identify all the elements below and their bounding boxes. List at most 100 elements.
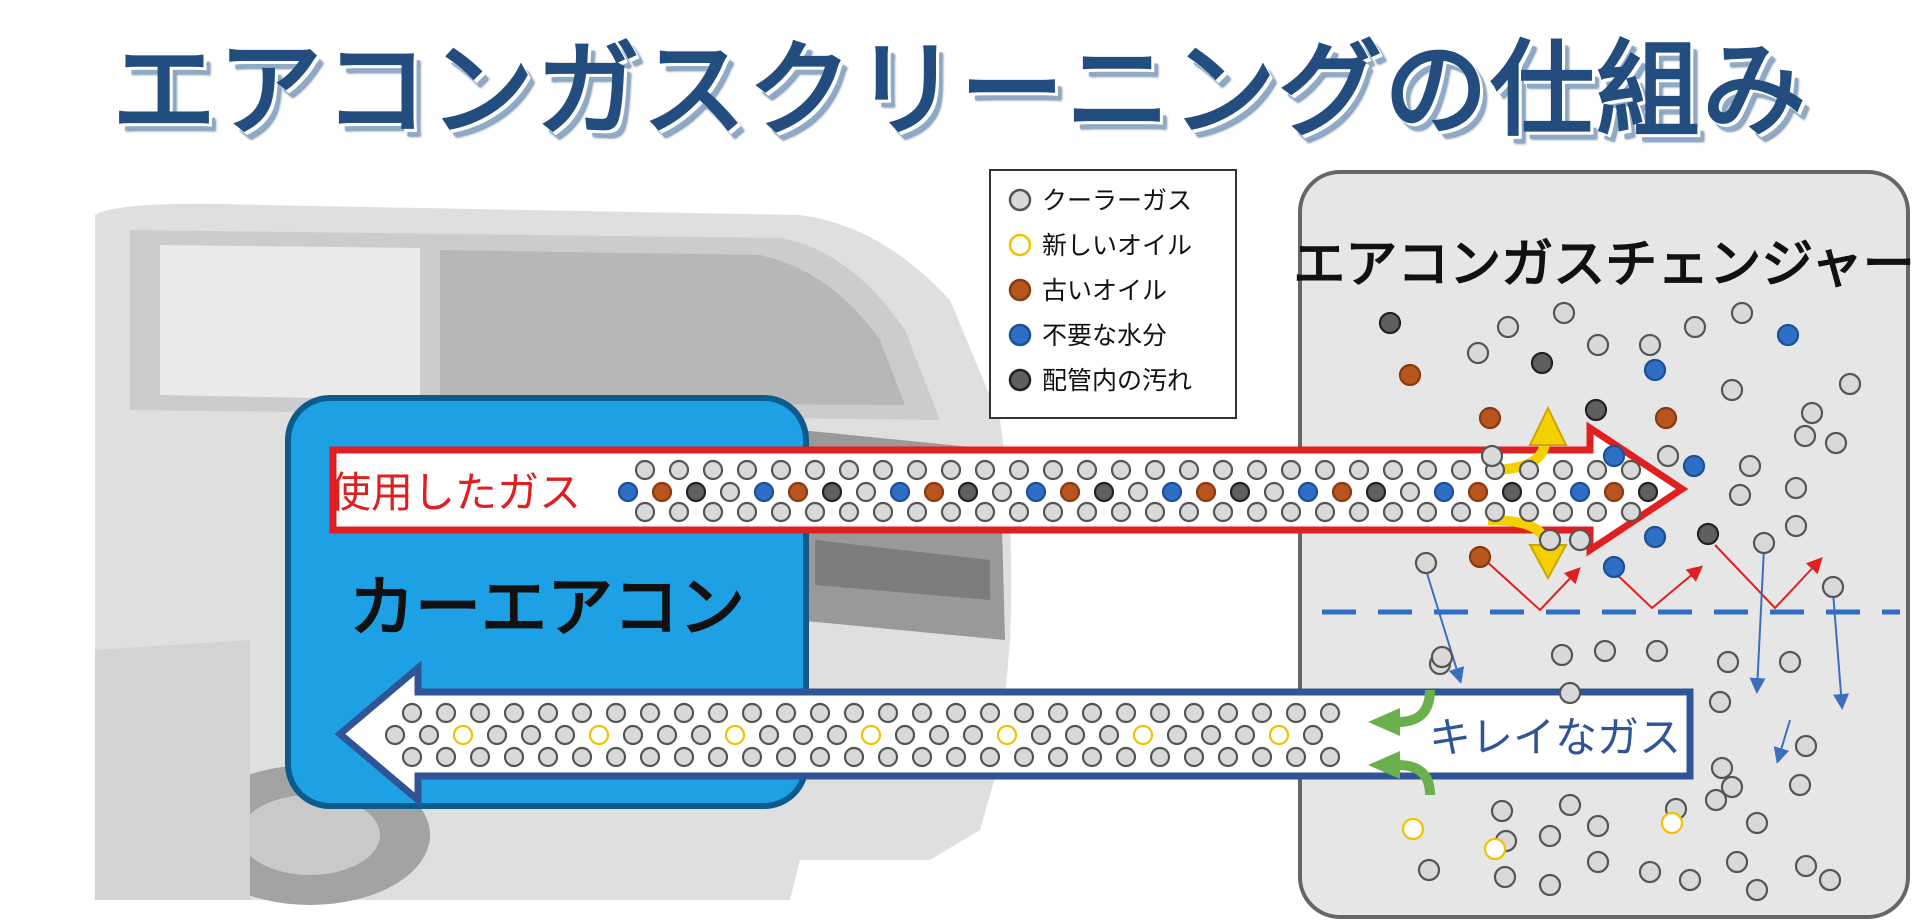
particle — [923, 481, 945, 503]
particle — [1013, 746, 1035, 768]
particle — [1603, 481, 1625, 503]
particle — [855, 481, 877, 503]
particle — [1127, 481, 1149, 503]
legend-box — [989, 169, 1237, 419]
particle — [1776, 323, 1800, 347]
particle — [537, 746, 559, 768]
legend-marker — [1008, 323, 1032, 347]
particle — [1030, 724, 1052, 746]
particle — [1280, 501, 1302, 523]
particle — [1480, 444, 1504, 468]
particle — [770, 501, 792, 523]
particle — [1569, 481, 1591, 503]
particle — [1314, 459, 1336, 481]
particle — [1586, 459, 1608, 481]
particle — [401, 746, 423, 768]
particle — [1246, 501, 1268, 523]
particle — [1059, 481, 1081, 503]
car-aircon-label: カーエアコン — [349, 569, 745, 646]
particle — [1229, 481, 1251, 503]
particle — [1076, 501, 1098, 523]
particle — [1246, 459, 1268, 481]
particle — [1793, 424, 1817, 448]
particle — [1620, 459, 1642, 481]
legend-label: 不要な水分 — [1042, 321, 1167, 350]
particle — [1645, 639, 1669, 663]
particle — [872, 501, 894, 523]
particle — [792, 724, 814, 746]
particle — [702, 459, 724, 481]
particle — [940, 459, 962, 481]
particle — [486, 724, 508, 746]
particle — [1493, 865, 1517, 889]
particle — [770, 459, 792, 481]
legend-marker — [1008, 368, 1032, 392]
particle — [736, 459, 758, 481]
particle — [622, 724, 644, 746]
particle — [1660, 811, 1684, 835]
particle — [1183, 702, 1205, 724]
particle — [1144, 459, 1166, 481]
particle — [1637, 481, 1659, 503]
particle — [753, 481, 775, 503]
particle — [1076, 459, 1098, 481]
particle — [1314, 501, 1336, 523]
particle — [809, 746, 831, 768]
particle — [503, 746, 525, 768]
particle — [1568, 528, 1592, 552]
particle — [1824, 431, 1848, 455]
particle — [418, 724, 440, 746]
particle — [1348, 459, 1370, 481]
particle — [1752, 531, 1776, 555]
particle — [537, 702, 559, 724]
particle — [877, 702, 899, 724]
particle — [1716, 650, 1740, 674]
particle — [1678, 868, 1702, 892]
particle — [1730, 301, 1754, 325]
particle — [872, 459, 894, 481]
particle — [1115, 746, 1137, 768]
particle — [1382, 501, 1404, 523]
particle — [1110, 501, 1132, 523]
particle — [668, 501, 690, 523]
particle — [1696, 522, 1720, 546]
particle — [1483, 837, 1507, 861]
particle — [1212, 459, 1234, 481]
particle — [1538, 824, 1562, 848]
particle — [1518, 501, 1540, 523]
particle — [1200, 724, 1222, 746]
particle — [979, 746, 1001, 768]
particle — [1161, 481, 1183, 503]
particle — [634, 501, 656, 523]
particle — [1586, 333, 1610, 357]
particle — [1552, 501, 1574, 523]
particle — [843, 702, 865, 724]
particle — [1558, 793, 1582, 817]
particle — [1149, 702, 1171, 724]
particle — [1417, 858, 1441, 882]
particle — [656, 724, 678, 746]
particle — [860, 724, 882, 746]
particle — [1217, 746, 1239, 768]
particle — [877, 746, 899, 768]
particle — [1501, 481, 1523, 503]
legend-marker — [1008, 233, 1032, 257]
particle — [894, 724, 916, 746]
particle — [1704, 788, 1728, 812]
particle — [1115, 702, 1137, 724]
particle — [1414, 551, 1438, 575]
particle — [1745, 811, 1769, 835]
particle — [1518, 459, 1540, 481]
particle — [588, 724, 610, 746]
particle — [1433, 481, 1455, 503]
particle — [1047, 746, 1069, 768]
particle — [741, 702, 763, 724]
particle — [1466, 341, 1490, 365]
particle — [435, 746, 457, 768]
particle — [1708, 690, 1732, 714]
particle — [1490, 799, 1514, 823]
particle — [1656, 444, 1680, 468]
particle — [889, 481, 911, 503]
particle — [1538, 873, 1562, 897]
